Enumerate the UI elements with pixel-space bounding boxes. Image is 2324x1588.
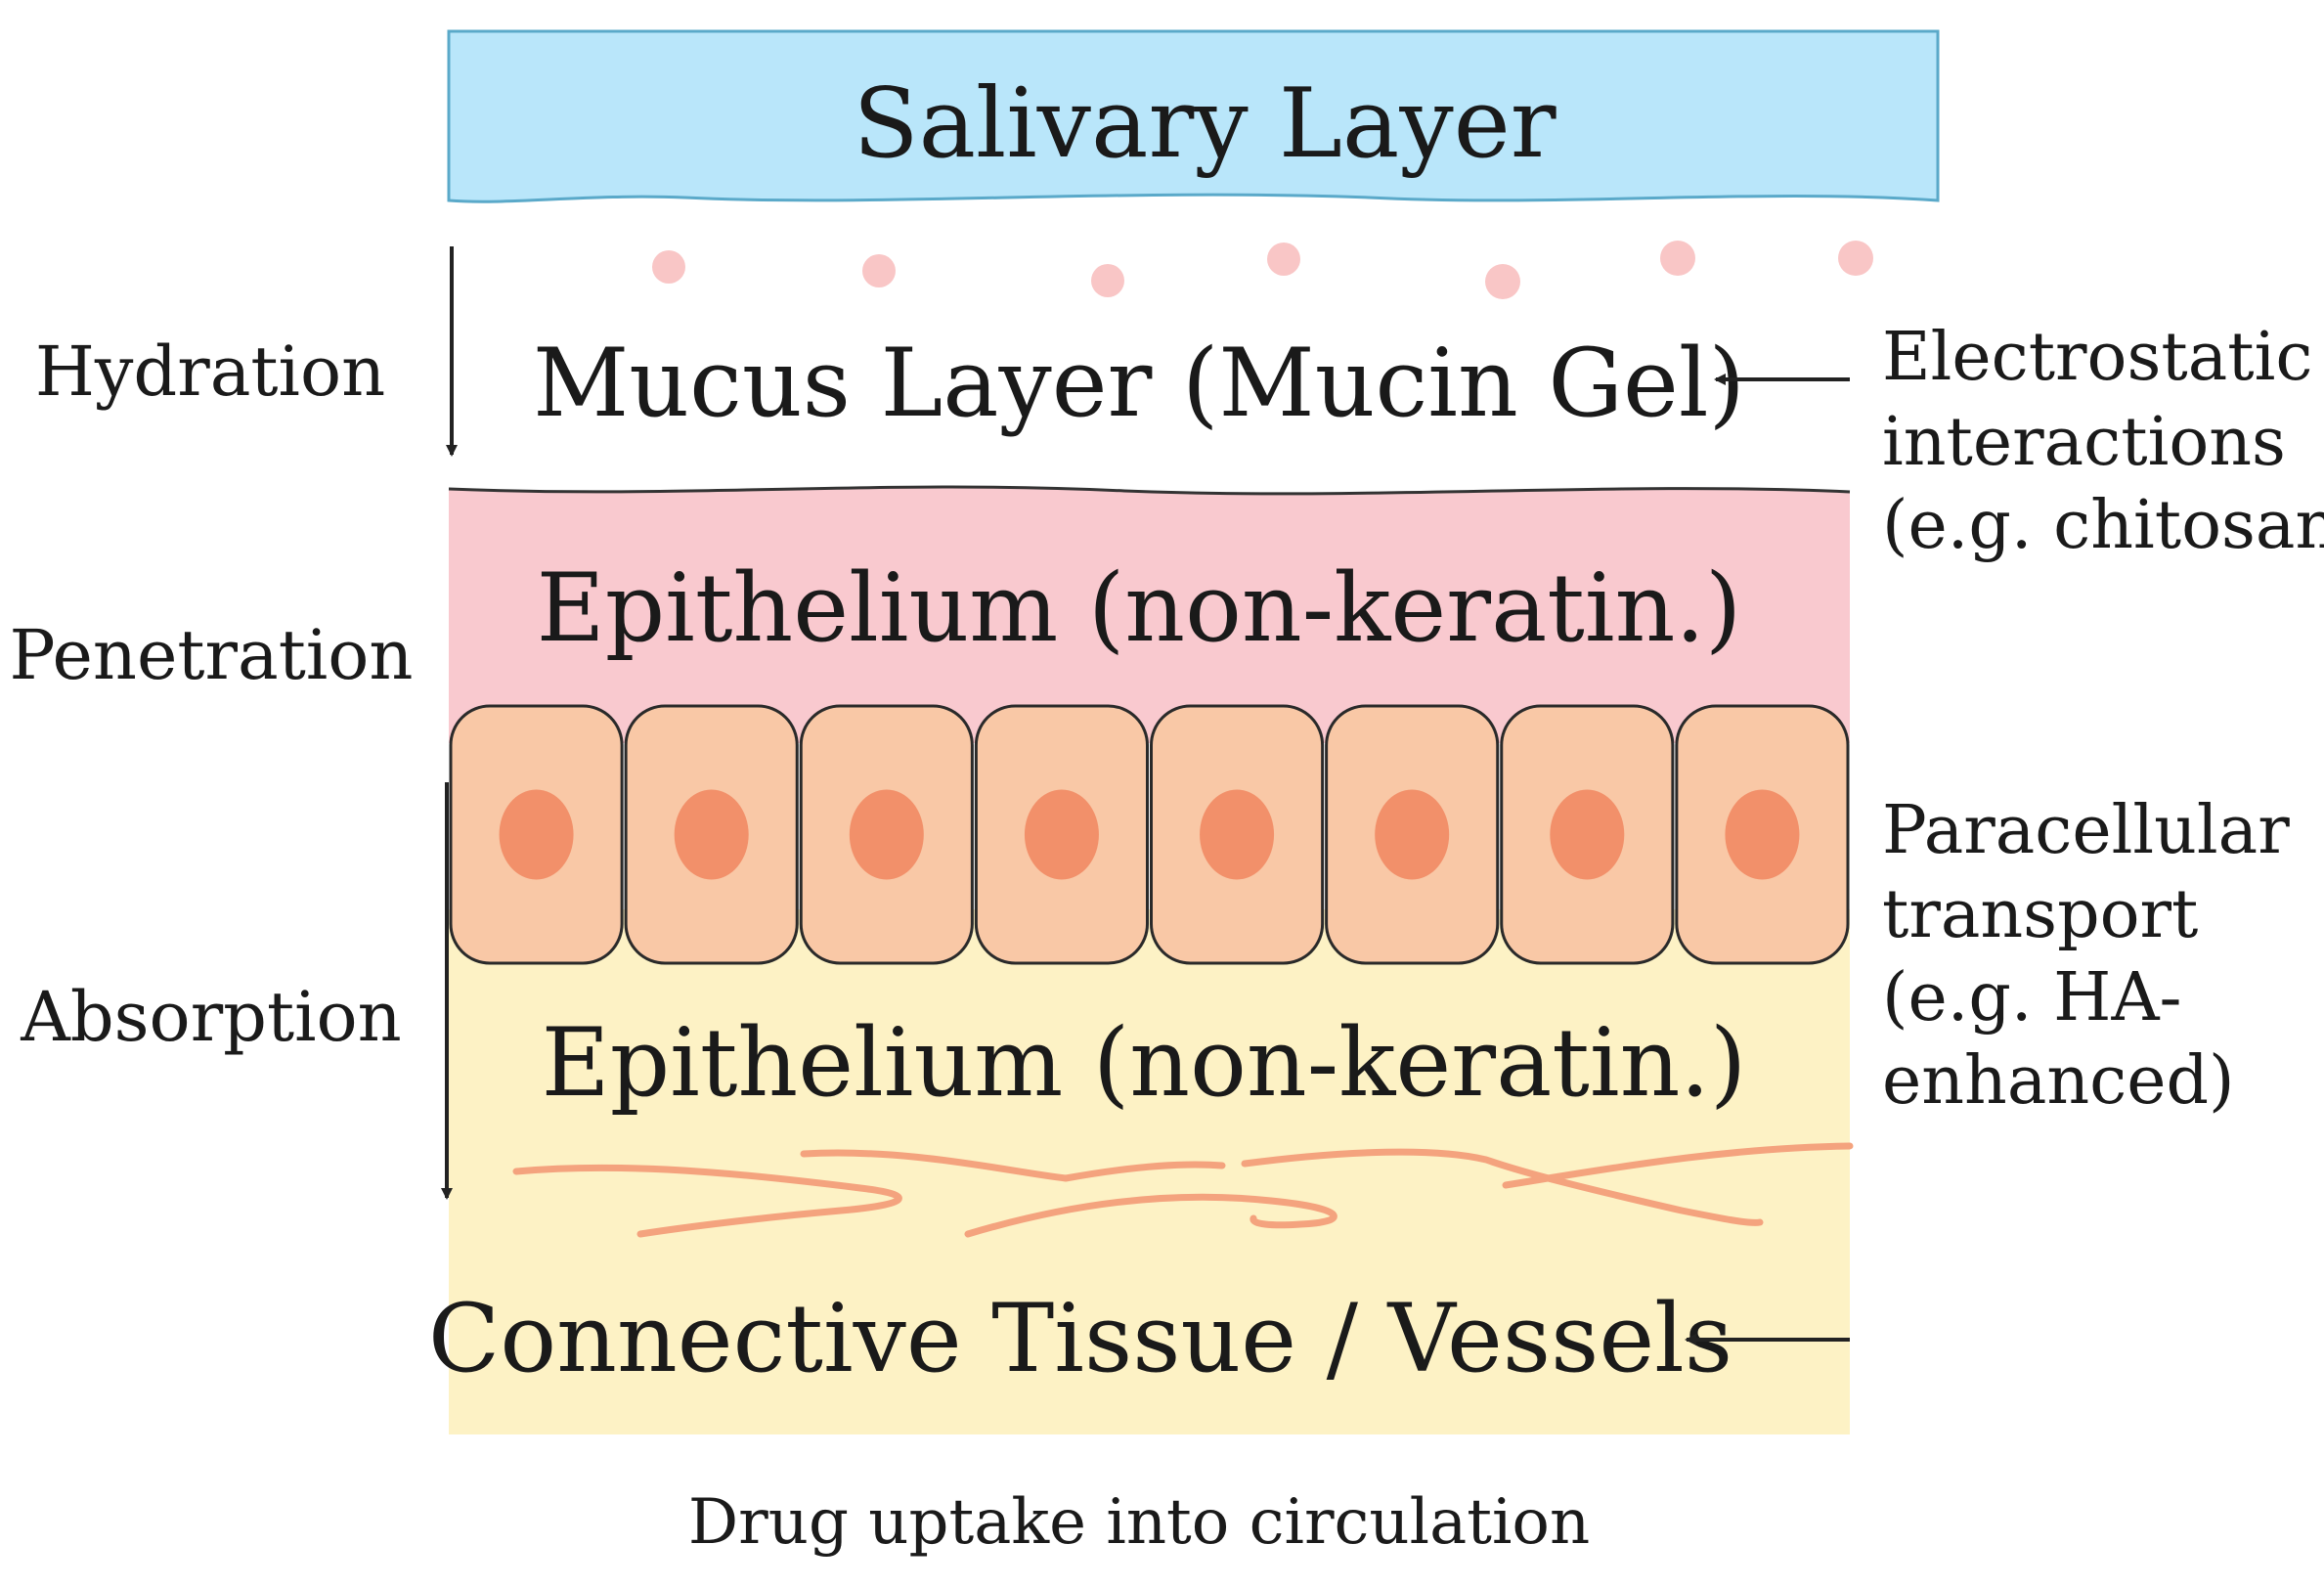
epithelial-cell — [1675, 704, 1850, 965]
step-penetration-label: Penetration — [10, 615, 414, 695]
epithelial-cell — [624, 704, 799, 965]
paracellular-line-1: Paracellular — [1882, 792, 2290, 869]
connective-tissue-label: Connective Tissue / Vessels — [428, 1284, 1732, 1393]
cell-nucleus — [1725, 789, 1800, 880]
cell-nucleus — [1024, 789, 1099, 880]
salivary-band — [447, 29, 1940, 203]
cell-nucleus — [674, 789, 749, 880]
mucus-boundary-line — [448, 485, 1851, 496]
epithelium-upper-band — [449, 487, 1850, 743]
electrostatic-line-1: Electrostatic — [1882, 319, 2312, 396]
epithelium-upper-label: Epithelium (non-keratin.) — [537, 553, 1742, 663]
mucin-particle — [652, 250, 685, 284]
cell-nucleus — [1200, 789, 1275, 880]
epithelium-lower-label: Epithelium (non-keratin.) — [542, 1008, 1747, 1118]
epithelial-cells-row — [449, 704, 1850, 965]
epithelial-cell — [1150, 704, 1325, 965]
mucin-particle — [862, 254, 896, 287]
paracellular-line-3: (e.g. HA- — [1882, 959, 2182, 1037]
cell-nucleus — [1550, 789, 1625, 880]
fiber — [512, 1164, 902, 1238]
cell-nucleus — [499, 789, 574, 880]
salivary-layer-label: Salivary Layer — [853, 68, 1556, 180]
mucin-particle — [1091, 264, 1124, 297]
mucin-particle — [1485, 264, 1520, 299]
epithelium-upper-layer: Epithelium (non-keratin.) — [448, 485, 1851, 743]
step-absorption-label: Absorption — [20, 977, 401, 1057]
epithelial-cell — [449, 704, 624, 965]
fiber — [1502, 1142, 1854, 1189]
epithelial-cell — [1500, 704, 1675, 965]
electrostatic-line-2: interactions — [1882, 404, 2286, 481]
mucin-particle — [1267, 243, 1300, 276]
cell-nucleus — [849, 789, 924, 880]
epithelial-cell — [799, 704, 974, 965]
step-hydration-label: Hydration — [35, 331, 385, 412]
mucus-layer-label: Mucus Layer (Mucin Gel) — [533, 329, 1745, 438]
epithelial-cell — [1325, 704, 1500, 965]
cell-nucleus — [1375, 789, 1450, 880]
process-flow: Hydration Penetration Absorption — [10, 246, 458, 1200]
salivary-layer: Salivary Layer — [447, 29, 1940, 203]
figure-caption: Drug uptake into circulation — [688, 1486, 1590, 1559]
fiber — [800, 1149, 1226, 1182]
electrostatic-line-3: (e.g. chitosan) — [1882, 487, 2324, 564]
paracellular-line-2: transport — [1882, 876, 2198, 953]
mucin-particle — [1838, 241, 1873, 276]
paracellular-annotation: Paracellular transport (e.g. HA- enhance… — [1882, 792, 2290, 1120]
epithelial-cell — [974, 704, 1149, 965]
electrostatic-annotation: Electrostatic interactions (e.g. chitosa… — [1714, 319, 2324, 564]
connective-fibers — [512, 1142, 1854, 1238]
mucin-particles — [652, 241, 1873, 299]
fiber — [1241, 1148, 1764, 1226]
mucin-particle — [1660, 241, 1695, 276]
fiber — [964, 1193, 1337, 1238]
paracellular-line-4: enhanced) — [1882, 1042, 2235, 1120]
